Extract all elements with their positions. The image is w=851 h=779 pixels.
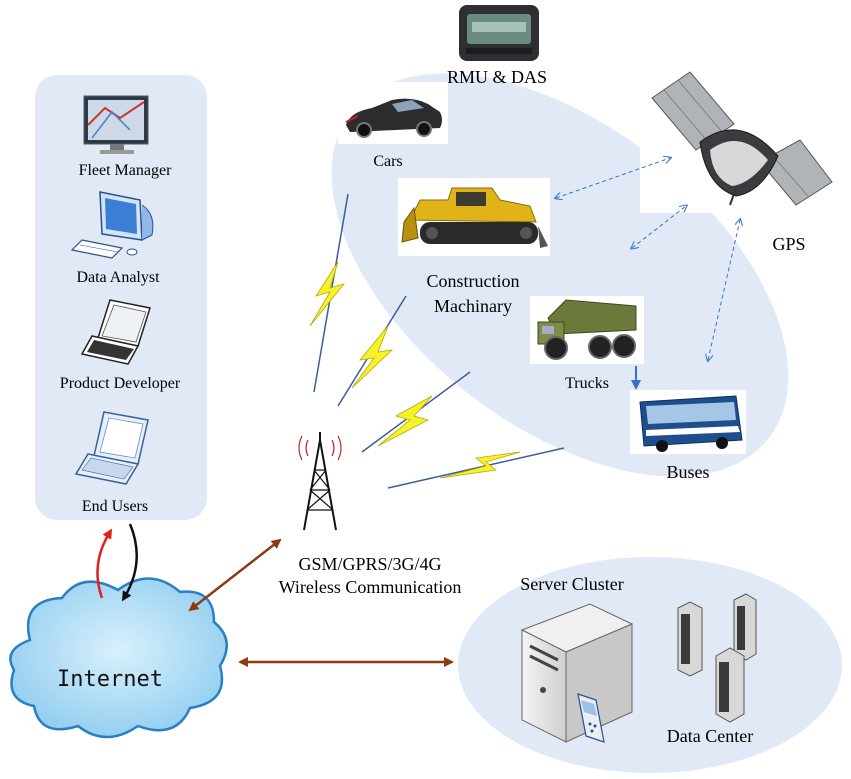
internet-label: Internet <box>57 667 163 692</box>
users-to-internet-arrow <box>121 523 138 602</box>
lightning-bolt-1 <box>309 261 346 327</box>
internet-to-users-arrow <box>96 528 113 599</box>
dump-truck-icon <box>530 296 644 364</box>
tower-label-line2: Wireless Communication <box>279 577 462 597</box>
lightning-bolt-4 <box>439 451 521 479</box>
end-users-label: End Users <box>82 498 148 515</box>
rmu-das-label: RMU & DAS <box>447 67 547 87</box>
fleet-manager-monitor-icon <box>83 95 149 154</box>
lightning-bolt-3 <box>377 395 433 447</box>
gps-links <box>556 158 740 360</box>
data-center-racks-icon <box>677 593 757 723</box>
server-cluster-label: Server Cluster <box>520 574 623 594</box>
fleet-manager-label: Fleet Manager <box>79 162 173 179</box>
tower-label-line1: GSM/GPRS/3G/4G <box>298 554 441 574</box>
trucks-label: Trucks <box>565 375 609 392</box>
data-analyst-label: Data Analyst <box>76 269 160 286</box>
construction-label-line1: Construction <box>427 271 520 291</box>
handheld-device-icon <box>577 693 605 743</box>
vehicles-ellipse <box>331 73 789 477</box>
server-ellipse <box>458 557 842 773</box>
car-icon <box>338 82 448 144</box>
cars-label: Cars <box>373 153 402 170</box>
buses-label: Buses <box>666 462 709 482</box>
gps-satellite-icon <box>640 65 836 213</box>
lightning-bolt-2 <box>351 325 394 389</box>
construction-label-line2: Machinary <box>434 296 512 316</box>
product-developer-laptop-icon <box>80 299 151 365</box>
users-panel: Fleet Manager Data Analyst Product Devel… <box>35 75 207 520</box>
bus-icon <box>630 390 746 454</box>
wireless-signals <box>309 193 565 489</box>
bulldozer-icon <box>398 178 550 256</box>
cell-tower-icon <box>286 430 354 538</box>
product-developer-label: Product Developer <box>60 375 181 392</box>
data-analyst-computer-icon <box>70 191 154 259</box>
gps-label: GPS <box>772 234 805 254</box>
end-users-laptop-icon <box>74 411 149 485</box>
data-center-label: Data Center <box>667 726 753 746</box>
internet-tower-arrow <box>188 538 282 612</box>
internet-cloud <box>9 577 228 739</box>
rmu-das-device-icon <box>459 5 539 61</box>
